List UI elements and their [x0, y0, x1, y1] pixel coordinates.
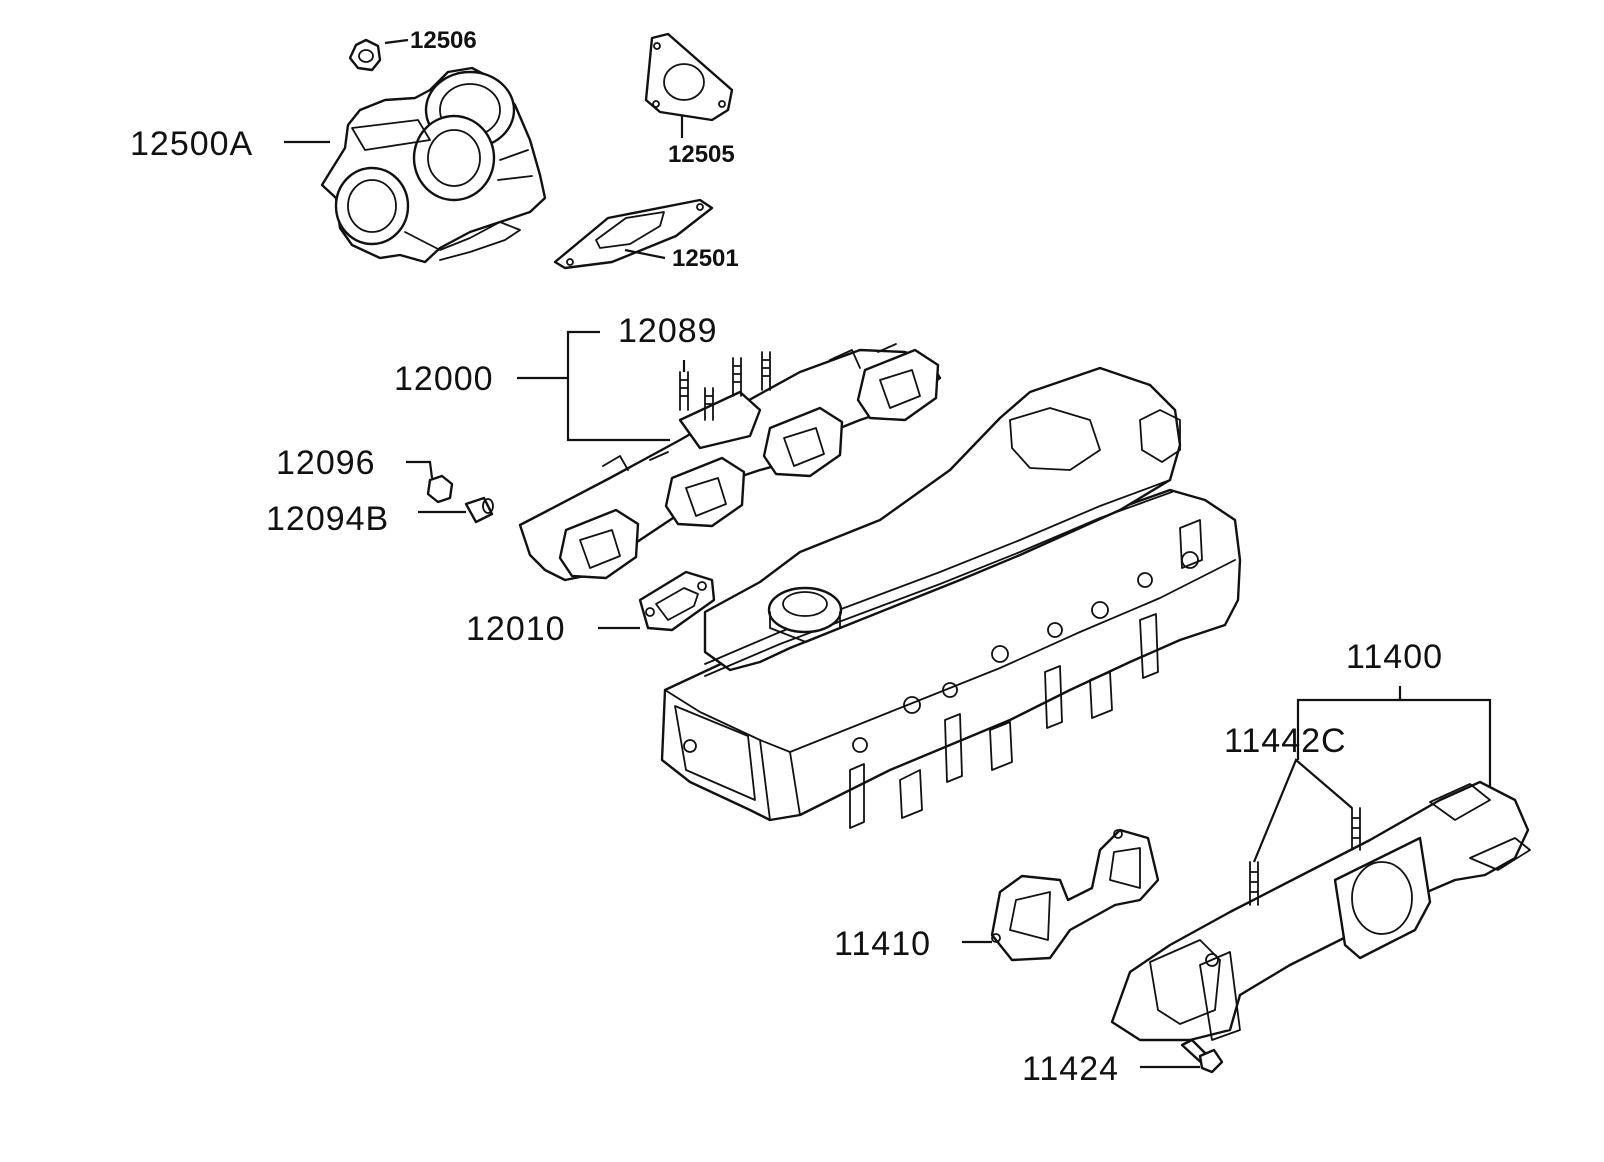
label-12501: 12501 [672, 245, 739, 272]
label-12094B: 12094B [266, 500, 389, 538]
label-11424: 11424 [1022, 1050, 1119, 1088]
label-12010: 12010 [466, 610, 566, 648]
label-12000: 12000 [394, 360, 494, 398]
label-11400: 11400 [1346, 638, 1443, 676]
intake-gasket-icon [990, 828, 1160, 962]
leader-lines [284, 38, 1492, 1069]
turbocharger-icon [320, 66, 547, 264]
leader-12501 [624, 248, 666, 260]
bolt-icon [1180, 1038, 1224, 1074]
flat-gasket-icon [553, 198, 714, 270]
leader-12096 [406, 460, 434, 479]
leader-bracket-12000 [566, 330, 670, 442]
gasket-icon [638, 570, 716, 632]
leader-12506 [384, 38, 409, 45]
triangular-gasket-icon [644, 32, 734, 122]
label-12089: 12089 [618, 312, 718, 350]
cylinder-head-icon [660, 366, 1242, 829]
label-11410: 11410 [834, 925, 931, 963]
sleeve-icon [464, 496, 494, 524]
nut-icon [348, 38, 382, 72]
part-labels: 12506 12500A 12505 12501 12089 12000 120… [130, 27, 1443, 1088]
stud-icon [1249, 807, 1361, 906]
exhaust-manifold-icon [518, 343, 942, 582]
nut-icon [426, 474, 454, 504]
label-11442C: 11442C [1224, 722, 1347, 760]
leader-bracket-11400 [1296, 698, 1492, 788]
intake-manifold-icon [1110, 780, 1531, 1042]
label-12500A: 12500A [130, 125, 253, 163]
label-12505: 12505 [668, 141, 735, 168]
label-12506: 12506 [410, 27, 477, 54]
label-12096: 12096 [276, 444, 376, 482]
leader-11442C [1252, 758, 1353, 863]
stud-icon [679, 351, 771, 421]
